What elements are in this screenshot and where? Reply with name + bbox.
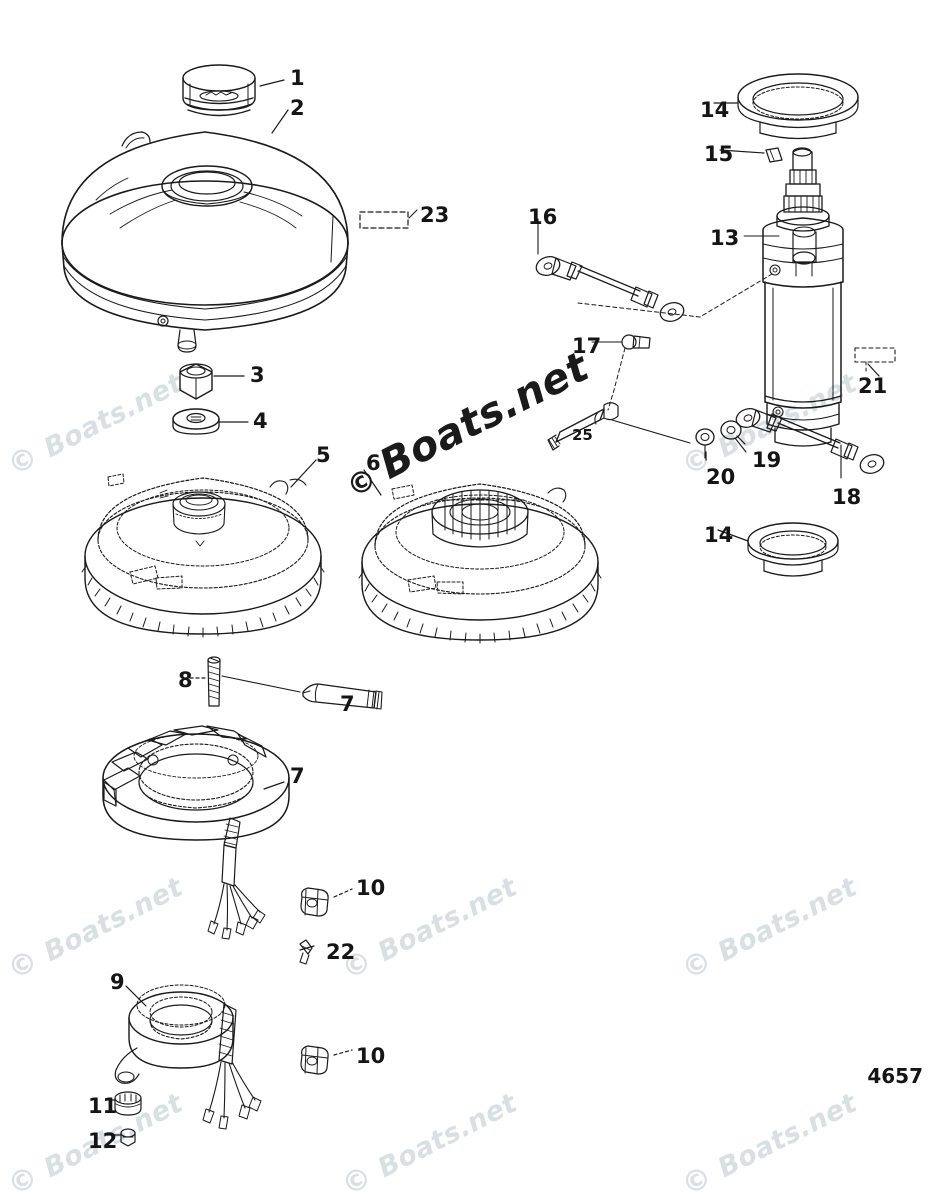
part-battery-cable-lower-art bbox=[735, 408, 885, 474]
part-cable-clamp-lower-art bbox=[300, 1045, 329, 1075]
part-battery-cable-upper-art bbox=[535, 256, 685, 322]
part-starter-terminal-nut-art bbox=[621, 334, 651, 350]
part-flywheel-cover-art bbox=[61, 131, 349, 353]
callout-flywheel-washer: 4 bbox=[253, 409, 268, 433]
callout-flywheel-cover: 2 bbox=[290, 96, 305, 120]
callout-starter-terminal-nut: 17 bbox=[572, 334, 602, 358]
part-cable-clamp-upper-art bbox=[300, 887, 329, 917]
part-flywheel-cover-cap-art bbox=[182, 64, 256, 117]
callout-stator-assembly: 7 bbox=[290, 764, 305, 788]
callout-battery-cable-lower: 18 bbox=[832, 485, 862, 509]
callout-trigger-assembly: 9 bbox=[110, 970, 125, 994]
callout-cover-decal: 23 bbox=[420, 203, 450, 227]
part-starter-decal-art bbox=[854, 347, 896, 375]
callout-grease-tube: 25 bbox=[572, 426, 593, 444]
part-starter-bushing-upper-art bbox=[737, 73, 859, 140]
leader-lines bbox=[105, 79, 880, 1136]
diagram-id-number: 4657 bbox=[867, 1064, 923, 1088]
part-trigger-grommet-art bbox=[114, 1091, 142, 1116]
callout-trigger-grommet: 11 bbox=[88, 1094, 118, 1118]
callout-starter-motor: 13 bbox=[710, 226, 740, 250]
callout-cable-clamp-lower: 10 bbox=[356, 1044, 386, 1068]
callout-starter-decal: 21 bbox=[858, 374, 888, 398]
part-starter-bushing-lower-art bbox=[747, 522, 839, 577]
callout-flywheel-assembly-b: 6 bbox=[366, 451, 381, 475]
part-starter-terminal-insulator-art bbox=[765, 147, 783, 163]
part-cover-decal-art bbox=[359, 211, 409, 229]
callout-trigger-screw: 12 bbox=[88, 1129, 118, 1153]
callout-flywheel-cover-cap: 1 bbox=[290, 66, 305, 90]
callout-starter-terminal-insulator: 15 bbox=[704, 142, 734, 166]
leader-25-to-20 bbox=[611, 419, 691, 444]
callout-cable-nut: 20 bbox=[706, 465, 736, 489]
part-cable-washer-art bbox=[720, 420, 747, 453]
part-trigger-clip-art bbox=[299, 939, 313, 965]
callout-trigger-sealant-tube: 7 bbox=[340, 692, 355, 716]
part-stator-screw-art bbox=[207, 656, 221, 707]
part-trigger-assembly-art bbox=[114, 984, 262, 1130]
callout-cable-washer: 19 bbox=[752, 448, 782, 472]
callout-cable-clamp-upper: 10 bbox=[356, 876, 386, 900]
part-flywheel-assembly-a-art bbox=[81, 473, 325, 638]
callout-battery-cable-upper: 16 bbox=[528, 205, 558, 229]
callout-flywheel-locknut: 3 bbox=[250, 363, 265, 387]
part-stator-assembly-art bbox=[102, 725, 290, 940]
leader-8-to-7tube bbox=[221, 675, 301, 693]
callout-starter-mount-bushing-lower: 14 bbox=[704, 523, 734, 547]
part-grease-tube-art bbox=[547, 402, 619, 451]
part-flywheel-locknut-art bbox=[179, 363, 213, 400]
callout-flywheel-assembly-a: 5 bbox=[316, 443, 331, 467]
leader-17-dashed bbox=[607, 347, 626, 411]
part-trigger-sealant-tube-art bbox=[302, 683, 383, 710]
part-starter-motor-art bbox=[762, 147, 844, 447]
callout-stator-screw: 8 bbox=[178, 668, 193, 692]
part-flywheel-assembly-b-art bbox=[358, 483, 602, 644]
callout-starter-mount-bushing-upper: 14 bbox=[700, 98, 730, 122]
part-trigger-screw-art bbox=[120, 1128, 136, 1147]
part-cable-nut-art bbox=[695, 428, 715, 459]
leader-23 bbox=[408, 209, 418, 219]
part-flywheel-washer-art bbox=[172, 408, 220, 435]
leader-13-dashed bbox=[577, 273, 773, 318]
callout-trigger-clip: 22 bbox=[326, 940, 356, 964]
